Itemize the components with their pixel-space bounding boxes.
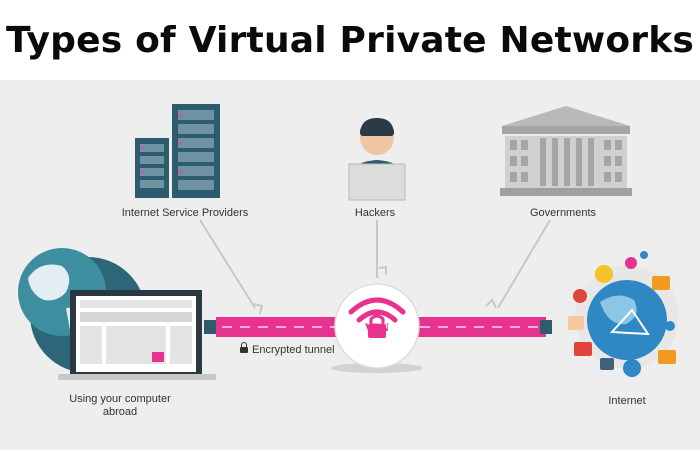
- gov-connector: [497, 219, 551, 309]
- vpn-badge: [331, 283, 423, 373]
- government-building-icon: [500, 106, 632, 196]
- tunnel-label: Encrypted tunnel: [240, 342, 340, 356]
- vpn-badge-text: VPN: [364, 323, 390, 334]
- vpn-diagram: Internet Service Providers Hackers Gover…: [0, 80, 700, 450]
- governments-label: Governments: [529, 207, 597, 219]
- internet-label: Internet: [608, 395, 646, 407]
- connector-lines: [199, 219, 551, 309]
- tunnel-label-text: Encrypted tunnel: [252, 344, 335, 356]
- hackers-label: Hackers: [354, 207, 396, 219]
- diagram-art: [18, 104, 679, 380]
- wifi-lock-icon: [348, 297, 406, 323]
- laptop-icon: [58, 290, 216, 380]
- internet-globe-icon: [568, 251, 679, 377]
- page-title: Types of Virtual Private Networks: [0, 0, 700, 80]
- server-rack-icon: [135, 104, 220, 198]
- isp-arrow-icon: [253, 303, 264, 315]
- lock-icon: [240, 342, 248, 353]
- isp-connector: [199, 219, 256, 309]
- hackers-arrow-icon: [378, 265, 387, 275]
- hacker-icon: [348, 118, 406, 201]
- arrow-heads: [253, 265, 497, 315]
- isp-label: Internet Service Providers: [121, 207, 249, 219]
- computer-label: Using your computer abroad: [69, 393, 171, 418]
- gov-arrow-icon: [485, 298, 497, 309]
